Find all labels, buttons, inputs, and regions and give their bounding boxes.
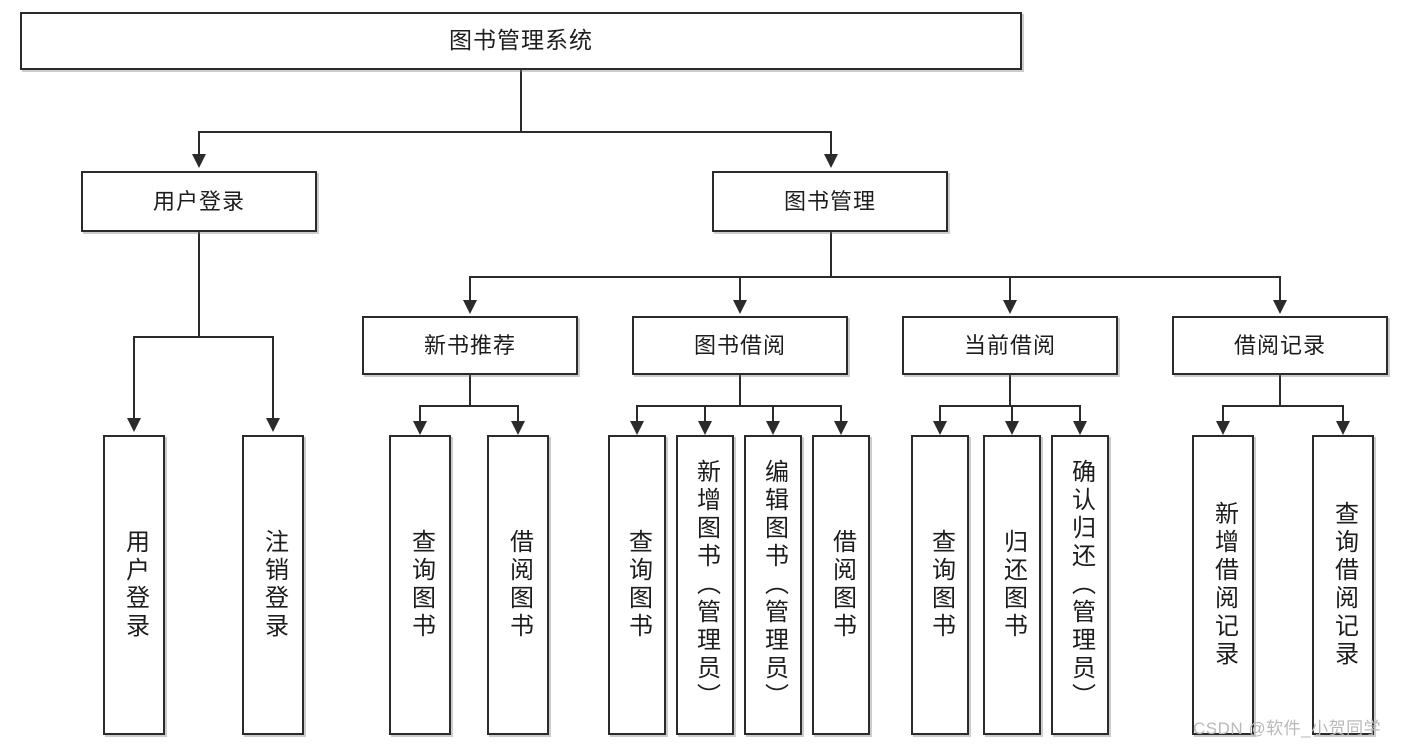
connector-cb-stem — [1009, 375, 1011, 406]
node-label: 注销登录 — [260, 529, 288, 641]
connector-nbr-bus — [419, 405, 519, 407]
connector-br-drop-1 — [1222, 405, 1224, 421]
connector-br-stem — [1279, 375, 1281, 406]
arrowhead-to-leaf-add-record — [1216, 421, 1230, 435]
node-leaf-query-book-3[interactable]: 查询图书 — [911, 435, 969, 735]
node-book-manage[interactable]: 图书管理 — [712, 171, 948, 232]
node-label: 新增图书（管理员） — [692, 459, 720, 711]
arrowhead-to-book-manage — [824, 154, 838, 168]
node-user-login[interactable]: 用户登录 — [81, 171, 317, 232]
arrowhead-to-leaf-borrow-book-2 — [834, 421, 848, 435]
node-leaf-add-book[interactable]: 新增图书（管理员） — [676, 435, 734, 735]
connector-nbr-stem — [469, 375, 471, 406]
connector-bb-drop-4 — [840, 405, 842, 421]
node-new-book-rec[interactable]: 新书推荐 — [362, 316, 578, 375]
node-label: 用户登录 — [121, 529, 149, 641]
arrowhead-to-book-borrow — [733, 300, 747, 314]
node-leaf-edit-book[interactable]: 编辑图书（管理员） — [744, 435, 802, 735]
node-leaf-confirm-return[interactable]: 确认归还（管理员） — [1051, 435, 1109, 735]
node-leaf-borrow-book-2[interactable]: 借阅图书 — [812, 435, 870, 735]
connector-root-drop-left — [198, 131, 200, 154]
connector-root-drop-right — [830, 131, 832, 154]
connector-root-bus — [198, 131, 832, 133]
arrowhead-to-leaf-query-book-3 — [933, 421, 947, 435]
node-label: 查询图书 — [927, 529, 955, 641]
node-leaf-borrow-book-1[interactable]: 借阅图书 — [487, 435, 549, 735]
node-label: 新增借阅记录 — [1210, 501, 1238, 669]
node-label: 当前借阅 — [963, 332, 1056, 358]
connector-bb-drop-1 — [636, 405, 638, 421]
connector-root-stem — [520, 70, 522, 132]
node-root-system[interactable]: 图书管理系统 — [20, 12, 1022, 70]
connector-user-login-drop-1 — [133, 336, 135, 418]
node-label: 图书管理 — [783, 188, 876, 214]
arrowhead-to-leaf-add-book — [698, 421, 712, 435]
node-label: 用户登录 — [152, 188, 245, 214]
node-leaf-return-book[interactable]: 归还图书 — [983, 435, 1041, 735]
connector-bb-stem — [739, 375, 741, 406]
connector-bm-drop-1 — [469, 276, 471, 300]
arrowhead-to-leaf-query-book-2 — [630, 421, 644, 435]
node-label: 确认归还（管理员） — [1067, 459, 1095, 711]
connector-user-login-drop-2 — [272, 336, 274, 418]
node-label: 编辑图书（管理员） — [760, 459, 788, 711]
node-leaf-query-book-2[interactable]: 查询图书 — [608, 435, 666, 735]
node-label: 图书管理系统 — [449, 27, 593, 54]
connector-bm-drop-2 — [739, 276, 741, 300]
node-book-borrow[interactable]: 图书借阅 — [632, 316, 848, 375]
arrowhead-to-leaf-edit-book — [766, 421, 780, 435]
connector-nbr-drop-1 — [419, 405, 421, 421]
node-leaf-add-record[interactable]: 新增借阅记录 — [1192, 435, 1254, 735]
connector-book-manage-bus — [469, 276, 1280, 278]
connector-bm-drop-3 — [1009, 276, 1011, 300]
node-leaf-query-record[interactable]: 查询借阅记录 — [1312, 435, 1374, 735]
arrowhead-to-leaf-borrow-book-1 — [511, 421, 525, 435]
connector-cb-drop-2 — [1011, 405, 1013, 421]
connector-bm-drop-4 — [1279, 276, 1281, 300]
connector-bb-bus — [636, 405, 842, 407]
connector-br-bus — [1222, 405, 1344, 407]
connector-bb-drop-3 — [772, 405, 774, 421]
arrowhead-to-leaf-query-record — [1336, 421, 1350, 435]
arrowhead-to-new-book-rec — [463, 300, 477, 314]
arrowhead-to-borrow-record — [1273, 300, 1287, 314]
connector-nbr-drop-2 — [517, 405, 519, 421]
node-leaf-user-logout[interactable]: 注销登录 — [242, 435, 304, 735]
connector-cb-bus — [939, 405, 1080, 407]
connector-book-manage-stem — [830, 232, 832, 277]
connector-br-drop-2 — [1342, 405, 1344, 421]
node-label: 归还图书 — [999, 529, 1027, 641]
node-label: 借阅记录 — [1233, 332, 1326, 358]
connector-cb-drop-3 — [1079, 405, 1081, 421]
connector-bb-drop-2 — [704, 405, 706, 421]
arrowhead-to-current-borrow — [1003, 300, 1017, 314]
node-label: 新书推荐 — [423, 332, 516, 358]
arrowhead-to-leaf-user-login — [127, 418, 141, 432]
node-label: 查询借阅记录 — [1330, 501, 1358, 669]
connector-user-login-bus — [133, 336, 274, 338]
arrowhead-to-leaf-user-logout — [266, 418, 280, 432]
csdn-watermark: CSDN @软件_小贺同学 — [1193, 719, 1382, 738]
node-label: 图书借阅 — [693, 332, 786, 358]
node-leaf-query-book-1[interactable]: 查询图书 — [389, 435, 451, 735]
arrowhead-to-leaf-return-book — [1005, 421, 1019, 435]
connector-user-login-stem — [198, 232, 200, 337]
node-current-borrow[interactable]: 当前借阅 — [902, 316, 1118, 375]
node-borrow-record[interactable]: 借阅记录 — [1172, 316, 1388, 375]
arrowhead-to-user-login — [192, 154, 206, 168]
node-label: 查询图书 — [407, 529, 435, 641]
node-label: 借阅图书 — [505, 529, 533, 641]
node-leaf-user-login[interactable]: 用户登录 — [103, 435, 165, 735]
connector-cb-drop-1 — [939, 405, 941, 421]
node-label: 查询图书 — [624, 529, 652, 641]
node-label: 借阅图书 — [828, 529, 856, 641]
arrowhead-to-leaf-confirm-return — [1073, 421, 1087, 435]
arrowhead-to-leaf-query-book-1 — [413, 421, 427, 435]
